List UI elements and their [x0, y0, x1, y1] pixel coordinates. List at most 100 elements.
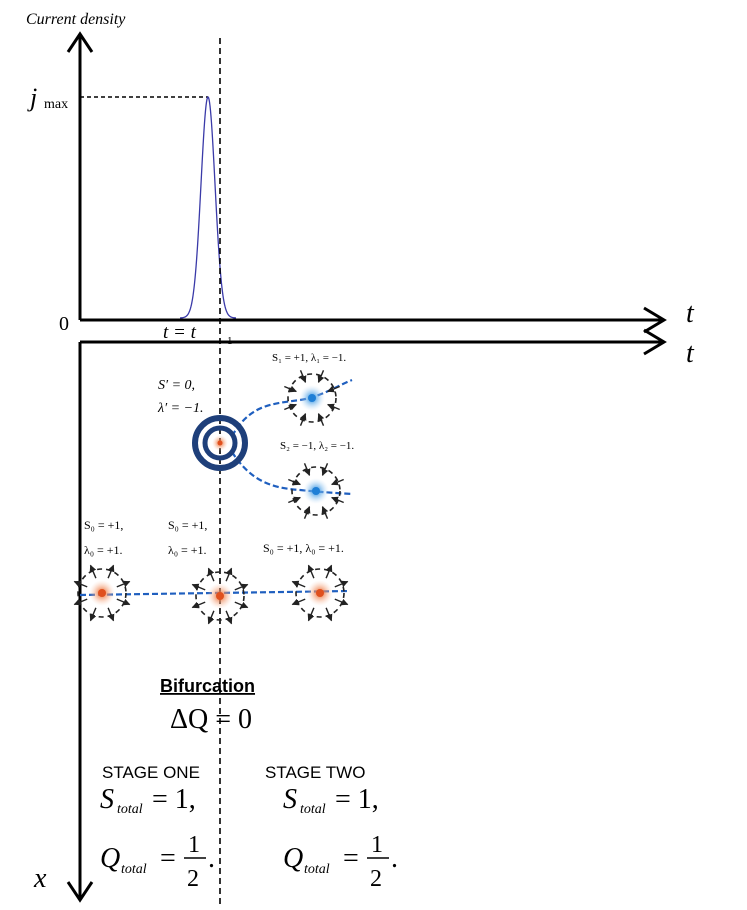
lower-branch-point-arrow: [288, 478, 301, 486]
bottom-x-axis-arrowhead: [66, 881, 94, 903]
right-point-dashed-circle: [295, 568, 345, 618]
upper-branch-point-arrow: [327, 385, 340, 393]
left-point-label-line1: S₀ = +1,: [84, 518, 123, 532]
right-point-arrow: [291, 580, 306, 588]
top-plot: Current density j max 0 t t = t 1: [26, 11, 695, 347]
stage-one: STAGE ONE S total = 1, Q total = 1 2 .: [100, 763, 215, 892]
left-point-arrow: [107, 607, 115, 622]
jmax-label: j: [27, 83, 37, 112]
bottom-t-axis-arrowhead: [643, 328, 667, 356]
stage-two-title: STAGE TWO: [265, 763, 365, 782]
right-point-arrow: [307, 607, 315, 622]
left-point-core: [98, 589, 106, 597]
upper-branch-point-core: [308, 394, 316, 402]
stage-two-s-sub: total: [300, 802, 326, 817]
upper-branch-point: [284, 370, 340, 426]
left-point: [73, 564, 131, 622]
t1-label: t = t: [163, 322, 197, 343]
upper-branch-point-arrow: [317, 370, 325, 383]
stage-two-s-value: = 1,: [335, 784, 379, 815]
jmax-sub: max: [44, 97, 68, 112]
left-point-dashed-circle: [77, 568, 127, 618]
right-point-core: [316, 589, 324, 597]
stage-one-q-symbol: Q: [100, 843, 120, 874]
point-labels: S′ = 0, λ′ = −1. S₁ = +1, λ₁ = −1. S₂ = …: [84, 352, 354, 557]
middle-point-core: [216, 592, 224, 600]
upper-branch-point-arrow: [327, 403, 340, 411]
stage-one-s-value: = 1,: [152, 784, 196, 815]
top-t-label: t: [686, 298, 695, 329]
current-pulse-curve: [180, 95, 236, 319]
left-point-arrow: [73, 580, 88, 588]
stage-one-q-end: .: [208, 843, 215, 874]
left-point-label-line2: λ₀ = +1.: [84, 543, 123, 557]
stage-one-s-symbol: S: [100, 784, 114, 815]
middle-point-label-line1: S₀ = +1,: [168, 518, 207, 532]
stage-two-q-symbol: Q: [283, 843, 303, 874]
right-point-arrow: [334, 598, 349, 606]
lower-branch-point-arrow: [288, 496, 301, 504]
right-point-arrow: [325, 607, 333, 622]
right-point-arrow: [307, 564, 315, 579]
left-point-arrow: [89, 564, 97, 579]
right-point: [291, 564, 349, 622]
middle-point-arrow: [207, 610, 215, 625]
middle-point-dashed-circle: [195, 571, 245, 621]
bottom-plot: t x: [33, 328, 695, 903]
lower-branch-point-arrow: [331, 496, 344, 504]
left-point-arrow: [107, 564, 115, 579]
left-point-arrow: [116, 598, 131, 606]
lower-branch-point-arrow: [321, 463, 329, 476]
middle-point-arrow: [207, 567, 215, 582]
middle-point-label-line2: λ₀ = +1.: [168, 543, 207, 557]
stage-two-q-den: 2: [370, 866, 382, 892]
left-point-arrow: [89, 607, 97, 622]
singular-points: [73, 370, 349, 625]
right-point-arrow: [325, 564, 333, 579]
top-y-axis-arrowhead: [66, 31, 94, 53]
upper-branch-point-arrow: [299, 413, 307, 426]
merge-label-line2: λ′ = −1.: [157, 401, 204, 416]
upper-branch-point-arrow: [284, 385, 297, 393]
stage-one-title: STAGE ONE: [102, 763, 200, 782]
middle-point-arrow: [225, 610, 233, 625]
bottom-t-label: t: [686, 338, 695, 369]
merge-point: [192, 415, 248, 471]
lower-branch-point-arrow: [303, 506, 311, 519]
lower-branch-label: S₂ = −1, λ₂ = −1.: [280, 440, 354, 452]
stage-one-q-sub: total: [121, 862, 147, 877]
middle-point-arrow: [234, 601, 249, 609]
middle-point-arrow: [191, 583, 206, 591]
top-y-axis-label: Current density: [26, 11, 126, 28]
stage-one-s-sub: total: [117, 802, 143, 817]
middle-point-arrow: [225, 567, 233, 582]
stage-one-q-eq: =: [160, 843, 176, 874]
lower-branch-point-arrow: [303, 463, 311, 476]
merge-outer-ring: [192, 415, 248, 471]
middle-point-arrow: [191, 601, 206, 609]
upper-branch-point-dashed-circle: [287, 373, 337, 423]
middle-point-arrow: [234, 583, 249, 591]
merge-center: [217, 440, 223, 446]
lower-branch-point-arrow: [321, 506, 329, 519]
delta-q-label: ΔQ = 0: [170, 704, 252, 735]
stage-two-q-sub: total: [304, 862, 330, 877]
right-point-label: S₀ = +1, λ₀ = +1.: [263, 541, 344, 555]
stage-one-q-den: 2: [187, 866, 199, 892]
upper-branch-point-arrow: [317, 413, 325, 426]
stage-two-s-symbol: S: [283, 784, 297, 815]
right-point-arrow: [334, 580, 349, 588]
left-point-arrow: [73, 598, 88, 606]
stage-two: STAGE TWO S total = 1, Q total = 1 2 .: [265, 763, 398, 892]
upper-branch-point-arrow: [284, 403, 297, 411]
zero-label: 0: [59, 313, 69, 335]
bottom-x-label: x: [33, 863, 47, 894]
stage-two-q-num: 1: [371, 832, 383, 858]
merge-middle-ring: [202, 425, 238, 461]
upper-branch-point-arrow: [299, 370, 307, 383]
upper-branch-label: S₁ = +1, λ₁ = −1.: [272, 352, 346, 364]
lower-branch-point: [288, 463, 344, 519]
lower-branch-trajectory: [231, 451, 353, 496]
lower-branch-point-dashed-circle: [291, 466, 341, 516]
